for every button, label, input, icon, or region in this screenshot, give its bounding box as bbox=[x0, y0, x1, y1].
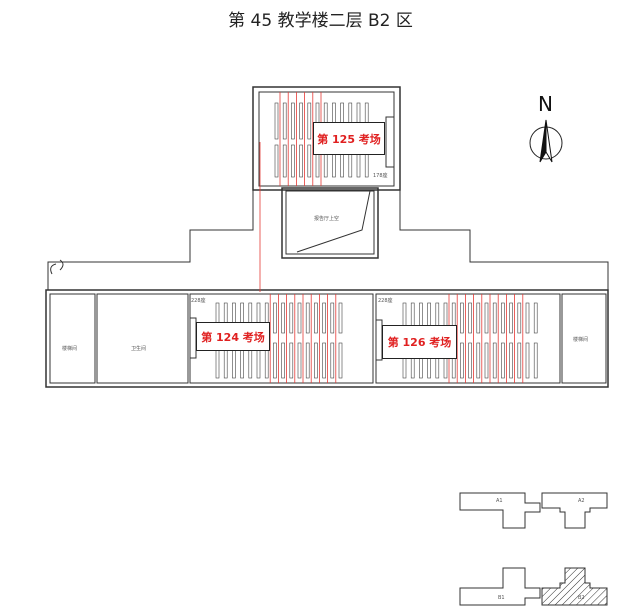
desk-column bbox=[492, 342, 497, 379]
desk-column bbox=[305, 302, 310, 334]
hall-above-label: 报告厅上空 bbox=[314, 216, 340, 222]
desk-column bbox=[281, 342, 285, 379]
desk-column bbox=[533, 302, 538, 334]
desk-column bbox=[297, 342, 302, 379]
desk-column bbox=[273, 342, 277, 379]
desk-column bbox=[282, 102, 287, 140]
desk-column bbox=[501, 302, 505, 334]
key-b1: B1 bbox=[498, 595, 505, 601]
seats-126-label: 228座 bbox=[378, 298, 393, 304]
key-a1: A1 bbox=[496, 498, 503, 504]
desk-column bbox=[322, 302, 326, 334]
desk-column bbox=[274, 144, 279, 178]
desk-column bbox=[299, 102, 303, 140]
desk-column bbox=[314, 342, 318, 379]
desk-column bbox=[338, 342, 343, 379]
desk-column bbox=[291, 102, 295, 140]
north-arrow-icon bbox=[529, 119, 563, 163]
key-b2: B2 bbox=[578, 595, 585, 601]
north-label: N bbox=[538, 92, 553, 116]
toilet-label: 卫生间 bbox=[131, 346, 147, 352]
desk-column bbox=[330, 302, 335, 334]
desk-column bbox=[525, 302, 530, 334]
desk-column bbox=[476, 302, 481, 334]
desk-column bbox=[525, 342, 530, 379]
exam-room-126-label: 第 126 考场 bbox=[382, 325, 457, 359]
desk-column bbox=[322, 342, 326, 379]
stair-left-label: 楼梯间 bbox=[62, 346, 78, 352]
desk-column bbox=[517, 302, 522, 334]
stair-right-label: 楼梯间 bbox=[573, 337, 589, 343]
exam-room-124-label: 第 124 考场 bbox=[196, 322, 270, 351]
desks bbox=[215, 102, 538, 379]
desk-column bbox=[460, 342, 464, 379]
desk-column bbox=[305, 342, 310, 379]
page-title: 第 45 教学楼二层 B2 区 bbox=[228, 11, 413, 31]
desk-column bbox=[509, 302, 513, 334]
desk-column bbox=[330, 342, 335, 379]
desk-column bbox=[299, 144, 303, 178]
desk-column bbox=[289, 342, 294, 379]
desk-column bbox=[484, 342, 489, 379]
desk-column bbox=[274, 102, 279, 140]
desk-column bbox=[460, 302, 464, 334]
walls bbox=[45, 86, 609, 388]
seats-125-label: 178座 bbox=[373, 173, 388, 179]
desk-column bbox=[517, 342, 522, 379]
key-a2: A2 bbox=[578, 498, 585, 504]
desk-column bbox=[484, 302, 489, 334]
desk-column bbox=[282, 144, 287, 178]
desk-column bbox=[307, 144, 312, 178]
desk-column bbox=[297, 302, 302, 334]
desk-column bbox=[314, 302, 318, 334]
seats-124-label: 228座 bbox=[191, 298, 206, 304]
red-lines bbox=[259, 92, 524, 383]
desk-column bbox=[533, 342, 538, 379]
desk-column bbox=[291, 144, 295, 178]
desk-column bbox=[281, 302, 285, 334]
desk-column bbox=[509, 342, 513, 379]
desk-column bbox=[476, 342, 481, 379]
desk-column bbox=[501, 342, 505, 379]
desk-column bbox=[338, 302, 343, 334]
desk-column bbox=[273, 302, 277, 334]
desk-column bbox=[307, 102, 312, 140]
exam-room-125-label: 第 125 考场 bbox=[313, 122, 385, 155]
desk-column bbox=[468, 302, 472, 334]
desk-column bbox=[289, 302, 294, 334]
desk-column bbox=[468, 342, 472, 379]
desk-column bbox=[492, 302, 497, 334]
key-map bbox=[459, 492, 608, 606]
